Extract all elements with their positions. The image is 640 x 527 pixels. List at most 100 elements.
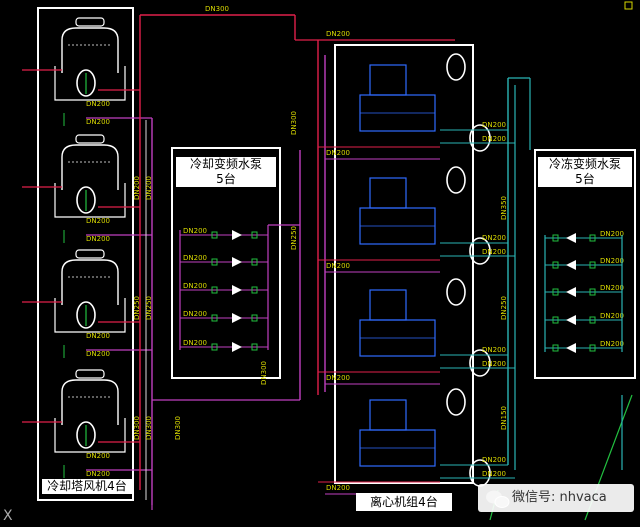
pipe-label-pump: DN200 [183,310,207,318]
valve-highlight [76,301,96,329]
watermark: 微信号: nhvaca [478,484,634,512]
pipe-label-chiller-evap: DN200 [482,234,506,242]
chilled-pump-label-line1: 冷冻变频水泵 [548,157,621,171]
pipe-label-tower: DN200 [86,217,110,225]
pipe-label-chiller-evap: DN200 [482,121,506,129]
pump-symbol [566,315,576,325]
pump-icon: DN200 [545,284,624,297]
pipe-label-tower: DN200 [86,100,110,108]
tower-casing [61,27,119,73]
cooling-pump-frame [171,147,281,379]
chiller-compressor [369,289,407,321]
valve-symbol [211,314,218,322]
valve-symbol [589,344,596,352]
valve-symbol [552,316,559,324]
pipe-label-tower-return: DN200 [86,350,110,358]
pipe-label-return-300: DN300 [174,416,182,440]
pump-icon: DN200 [545,257,624,270]
chilled-pump-label-line2: 5台 [575,172,595,186]
chilled-pump-frame [534,149,636,379]
pipe-label-tower-return: DN200 [86,235,110,243]
valve-highlight [76,421,96,449]
valve-symbol [251,314,258,322]
valve-symbol [589,288,596,296]
pump-icon: DN200 [180,282,268,295]
pump-symbol [566,287,576,297]
pump-symbol [232,313,242,323]
chiller-compressor [369,64,407,96]
pipe-label-pump: DN200 [183,282,207,290]
pipe-label-chiller-evap-2: DN200 [482,470,506,478]
pipe-label-chilled-250: DN250 [500,296,508,320]
valve-symbol [589,261,596,269]
pump-symbol [232,230,242,240]
pump-icon: DN200 [545,312,624,325]
pump-icon: DN200 [545,340,624,353]
pump-icon: DN200 [180,339,268,352]
pipe-label-tower-200b: DN200 [145,176,153,200]
valve-symbol [589,316,596,324]
pipe-label-tower-return: DN200 [86,118,110,126]
pump-symbol [566,260,576,270]
valve-symbol [211,286,218,294]
pipe-label-chiller: DN200 [326,374,350,382]
cooling-pump-label-line2: 5台 [216,172,236,186]
valve-highlight [76,69,96,97]
pipe-label-pump: DN200 [600,257,624,265]
pipe-label-tower-300b: DN300 [133,416,141,440]
tower-fan [75,17,105,27]
pipe-label-pump: DN200 [600,312,624,320]
pipe-label-pump: DN200 [183,227,207,235]
pipe-label-pump: DN200 [183,339,207,347]
pipe-label-tower-250b: DN250 [145,296,153,320]
pipe-label-chiller-evap-2: DN200 [482,135,506,143]
pipe-label-tower: DN200 [86,452,110,460]
valve-highlight [446,278,466,306]
chilled-pump-label: 冷冻变频水泵 5台 [538,157,632,187]
watermark-text: 微信号: nhvaca [512,490,607,505]
pipe-label-tower-300: DN300 [145,416,153,440]
tower-fan [75,369,105,379]
tower-basin [54,66,126,101]
corner-square [624,1,633,10]
pump-icon: DN200 [545,230,624,243]
cooling-pump-label-line1: 冷却变频水泵 [189,157,262,171]
pipe-label-top: DN300 [205,5,229,13]
pump-icon: DN200 [180,227,268,240]
valve-symbol [589,234,596,242]
chiller-frame [334,44,474,484]
pipe-label-chiller: DN200 [326,262,350,270]
pipe-label-chilled-150: DN150 [500,406,508,430]
valve-symbol [211,343,218,351]
valve-symbol [251,258,258,266]
valve-highlight [76,186,96,214]
pump-symbol [566,233,576,243]
cooling-tower-label: 冷却塔风机4台 [42,479,132,494]
pipe-label-chilled-350: DN350 [500,196,508,220]
pipe-label-tower-return: DN200 [86,470,110,478]
valve-highlight [446,388,466,416]
corner-mark: X [3,508,13,524]
pipe-label-pump-300: DN300 [260,361,268,385]
pipe-label-chiller-evap: DN200 [482,346,506,354]
pump-symbol [232,285,242,295]
tower-casing [61,259,119,305]
valve-symbol [211,231,218,239]
valve-highlight [469,237,491,265]
pipe-label-chiller-evap: DN200 [482,456,506,464]
pump-symbol [232,257,242,267]
valve-highlight [446,53,466,81]
chiller-compressor [369,177,407,209]
cooling-pump-label: 冷却变频水泵 5台 [176,157,276,187]
pump-icon: DN200 [180,254,268,267]
